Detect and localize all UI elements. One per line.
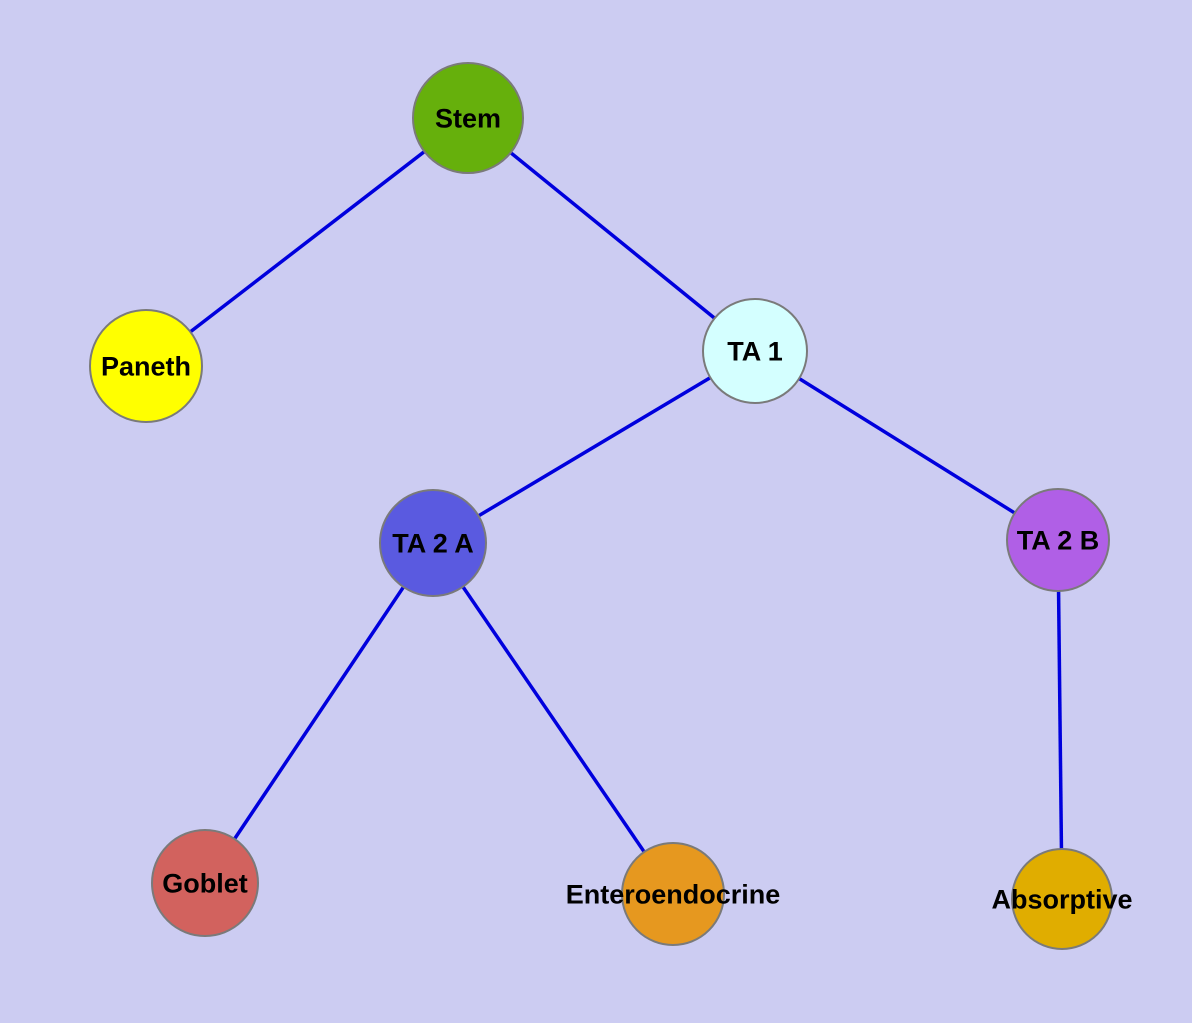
node-label-absorptive: Absorptive [991, 884, 1132, 914]
edges-layer [144, 116, 1064, 900]
edge-ta2a-goblet [203, 542, 435, 884]
edge-ta2a-enteroendocrine [431, 542, 675, 895]
edge-ta2b-absorptive [1056, 539, 1064, 900]
node-absorptive[interactable] [1011, 848, 1113, 950]
node-ta2a[interactable] [379, 489, 487, 597]
node-label-stem: Stem [435, 103, 501, 133]
node-label-ta1: TA 1 [727, 336, 783, 366]
node-label-ta2a: TA 2 A [392, 528, 474, 558]
node-ta2b[interactable] [1006, 488, 1110, 592]
node-enteroendocrine[interactable] [621, 842, 725, 946]
edge-stem-paneth [144, 116, 470, 368]
node-ta1[interactable] [702, 298, 808, 404]
edge-ta1-ta2b [754, 349, 1059, 542]
node-label-goblet: Goblet [162, 868, 248, 898]
nodes-layer [89, 62, 1113, 950]
node-label-enteroendocrine: Enteroendocrine [566, 879, 781, 909]
node-stem[interactable] [412, 62, 524, 174]
edge-ta1-ta2a [432, 349, 756, 545]
node-goblet[interactable] [151, 829, 259, 937]
node-paneth[interactable] [89, 309, 203, 423]
node-label-paneth: Paneth [101, 351, 191, 381]
edge-stem-ta1 [466, 116, 757, 353]
node-label-ta2b: TA 2 B [1017, 525, 1100, 555]
